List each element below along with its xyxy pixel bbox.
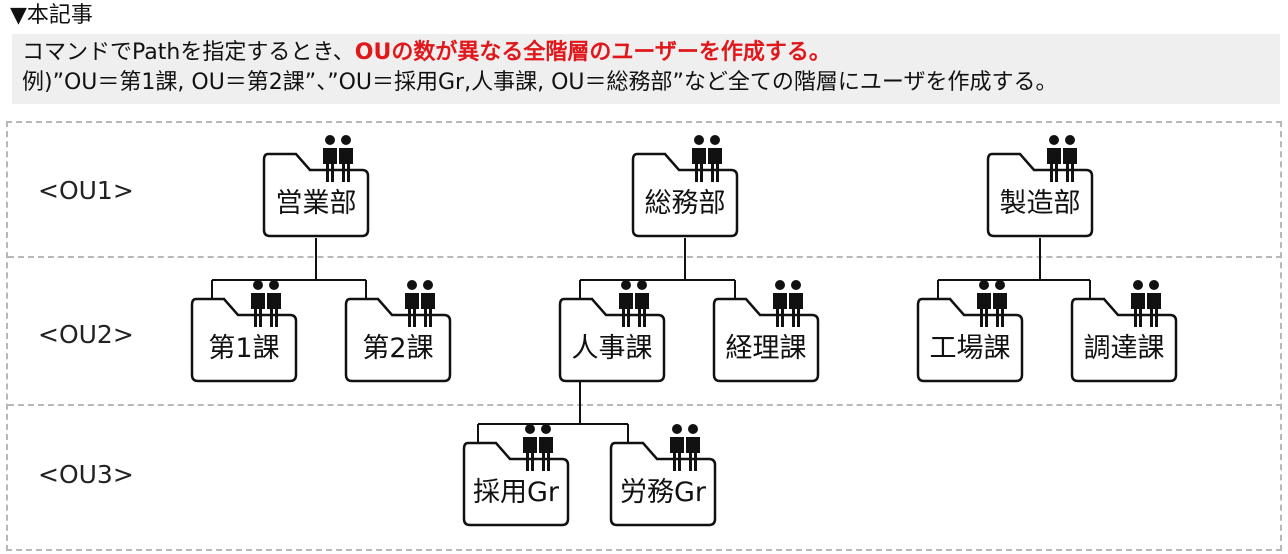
folder-icon bbox=[462, 424, 570, 527]
folder-icon bbox=[262, 135, 370, 238]
ou-node-somu[interactable]: 総務部 bbox=[631, 135, 739, 238]
users-icon bbox=[251, 280, 281, 327]
node-label: 経理課 bbox=[725, 333, 807, 364]
users-icon bbox=[670, 424, 700, 471]
description-line-2: 例)”OU＝第1課, OU＝第2課”、”OU＝採用Gr,人事課, OU＝総務部”… bbox=[22, 70, 1058, 95]
description-highlight: OUの数が異なる全階層のユーザーを作成する。 bbox=[354, 40, 831, 65]
description-line-1: コマンドでPathを指定するとき、OUの数が異なる全階層のユーザーを作成する。 bbox=[22, 38, 831, 68]
description-box: コマンドでPathを指定するとき、OUの数が異なる全階層のユーザーを作成する。 … bbox=[12, 34, 1280, 104]
description-prefix: コマンドでPathを指定するとき、 bbox=[22, 40, 355, 65]
ou-level-label: <OU1> bbox=[38, 176, 134, 205]
folder-icon bbox=[190, 280, 298, 383]
row-divider bbox=[8, 256, 1282, 258]
ou-level-label: <OU2> bbox=[38, 320, 134, 349]
users-icon bbox=[523, 424, 553, 471]
folder-icon bbox=[558, 280, 666, 383]
ou-node-saiyo[interactable]: 採用Gr bbox=[462, 424, 570, 527]
folder-icon bbox=[916, 280, 1024, 383]
users-icon bbox=[977, 280, 1007, 327]
ou-node-dai1[interactable]: 第1課 bbox=[190, 280, 298, 383]
ou-node-dai2[interactable]: 第2課 bbox=[344, 280, 452, 383]
node-label: 総務部 bbox=[644, 188, 726, 219]
header-title: ▼本記事 bbox=[10, 3, 93, 28]
folder-icon bbox=[344, 280, 452, 383]
ou-level-label: <OU3> bbox=[38, 460, 134, 489]
ou-node-eigyo[interactable]: 営業部 bbox=[262, 135, 370, 238]
users-icon bbox=[773, 280, 803, 327]
node-label: 労務Gr bbox=[619, 477, 707, 508]
ou-node-jinji[interactable]: 人事課 bbox=[558, 280, 666, 383]
diagram-frame bbox=[6, 121, 1282, 551]
ou-node-romu[interactable]: 労務Gr bbox=[609, 424, 717, 527]
folder-icon bbox=[631, 135, 739, 238]
folder-icon bbox=[986, 135, 1094, 238]
node-label: 調達課 bbox=[1083, 333, 1165, 364]
row-divider bbox=[8, 404, 1282, 406]
users-icon bbox=[323, 135, 353, 182]
ou-node-kojo[interactable]: 工場課 bbox=[916, 280, 1024, 383]
users-icon bbox=[405, 280, 435, 327]
users-icon bbox=[692, 135, 722, 182]
folder-icon bbox=[712, 280, 820, 383]
node-label: 製造部 bbox=[999, 188, 1081, 219]
node-label: 営業部 bbox=[275, 188, 357, 219]
users-icon bbox=[1047, 135, 1077, 182]
node-label: 工場課 bbox=[929, 333, 1011, 364]
folder-icon bbox=[609, 424, 717, 527]
node-label: 第2課 bbox=[362, 333, 434, 364]
folder-icon bbox=[1070, 280, 1178, 383]
node-label: 採用Gr bbox=[472, 477, 560, 508]
users-icon bbox=[1131, 280, 1161, 327]
node-label: 人事課 bbox=[571, 333, 653, 364]
ou-node-chotatsu[interactable]: 調達課 bbox=[1070, 280, 1178, 383]
ou-node-seizo[interactable]: 製造部 bbox=[986, 135, 1094, 238]
ou-node-keiri[interactable]: 経理課 bbox=[712, 280, 820, 383]
users-icon bbox=[619, 280, 649, 327]
node-label: 第1課 bbox=[208, 333, 280, 364]
